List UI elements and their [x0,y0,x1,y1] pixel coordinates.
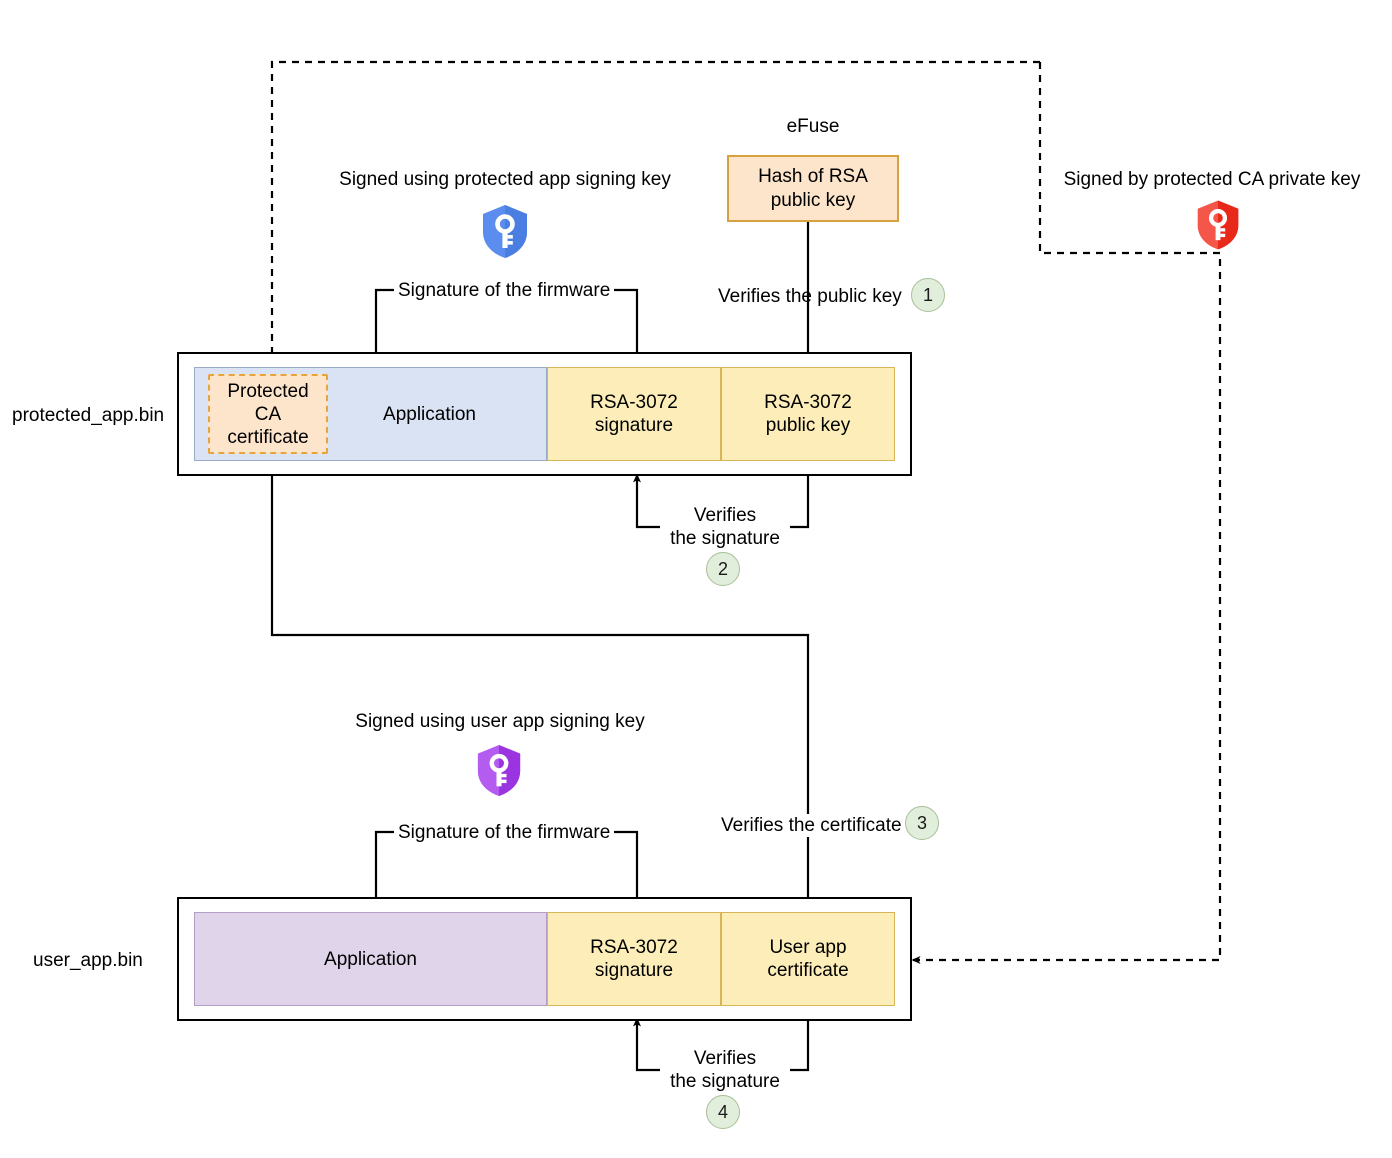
label-verifies-the-public-key: Verifies the public key [718,286,902,307]
user-app-rsa-signature-line1: RSA-3072 [590,937,678,958]
verifies-signature-bottom-line1: Verifies [693,1048,757,1069]
protected-app-rsa-signature-segment: RSA-3072 signature [547,367,721,461]
label-signature-of-firmware-top: Signature of the firmware [394,279,615,302]
efuse-title: eFuse [786,116,840,137]
step-badge-4: 4 [706,1095,740,1129]
protected-ca-private-key-shield-icon [1194,198,1242,256]
user-app-rsa-signature-segment: RSA-3072 signature [547,912,721,1006]
verifies-signature-bottom-line2: the signature [670,1071,780,1092]
dashed-ca-signs-protected-app [268,60,1040,365]
label-verifies-the-certificate: Verifies the certificate [718,814,905,837]
protected-app-rsa-public-key-line2: public key [765,415,851,436]
step-badge-3: 3 [905,806,939,840]
efuse-hash-box: Hash of RSA public key [727,155,899,222]
efuse-hash-line1: Hash of RSA [758,165,868,187]
protected-ca-certificate-line1: Protected [227,380,309,402]
protected-app-application-label: Application [383,403,476,425]
protected-ca-certificate-line3: certificate [227,426,309,448]
user-app-certificate-segment: User app certificate [721,912,895,1006]
file-label-protected-app-bin: protected_app.bin [12,405,165,426]
user-app-application-label: Application [324,948,417,970]
label-verifies-signature-user-app: Verifies the signature [660,1047,790,1093]
label-signed-user-app-key: Signed using user app signing key [355,711,645,732]
user-app-certificate-line1: User app [769,937,847,958]
verifies-signature-top-line1: Verifies [693,505,757,526]
protected-ca-certificate-line2: CA [254,403,282,425]
label-signed-ca-private-key: Signed by protected CA private key [1063,169,1361,190]
protected-app-rsa-signature-line1: RSA-3072 [590,392,678,413]
file-label-user-app-bin: user_app.bin [33,950,143,971]
step-badge-2: 2 [706,552,740,586]
protected-app-rsa-public-key-segment: RSA-3072 public key [721,367,895,461]
user-app-rsa-signature-line2: signature [594,960,674,981]
protected-app-rsa-public-key-line1: RSA-3072 [764,392,852,413]
user-app-signing-key-shield-icon [474,743,524,802]
label-signature-of-firmware-bottom: Signature of the firmware [394,821,615,844]
protected-ca-certificate-segment: Protected CA certificate [208,374,328,454]
protected-app-rsa-signature-line2: signature [594,415,674,436]
label-signed-protected-app-key: Signed using protected app signing key [339,169,671,190]
dashed-ca-signs-user-app [911,62,1222,964]
step-badge-1: 1 [911,278,945,312]
user-app-application-segment: Application [194,912,547,1006]
verifies-signature-top-line2: the signature [670,528,780,549]
label-verifies-signature-protected-app: Verifies the signature [660,504,790,550]
efuse-hash-line2: public key [770,189,856,211]
protected-app-signing-key-shield-icon [479,203,531,264]
user-app-certificate-line2: certificate [767,960,849,981]
